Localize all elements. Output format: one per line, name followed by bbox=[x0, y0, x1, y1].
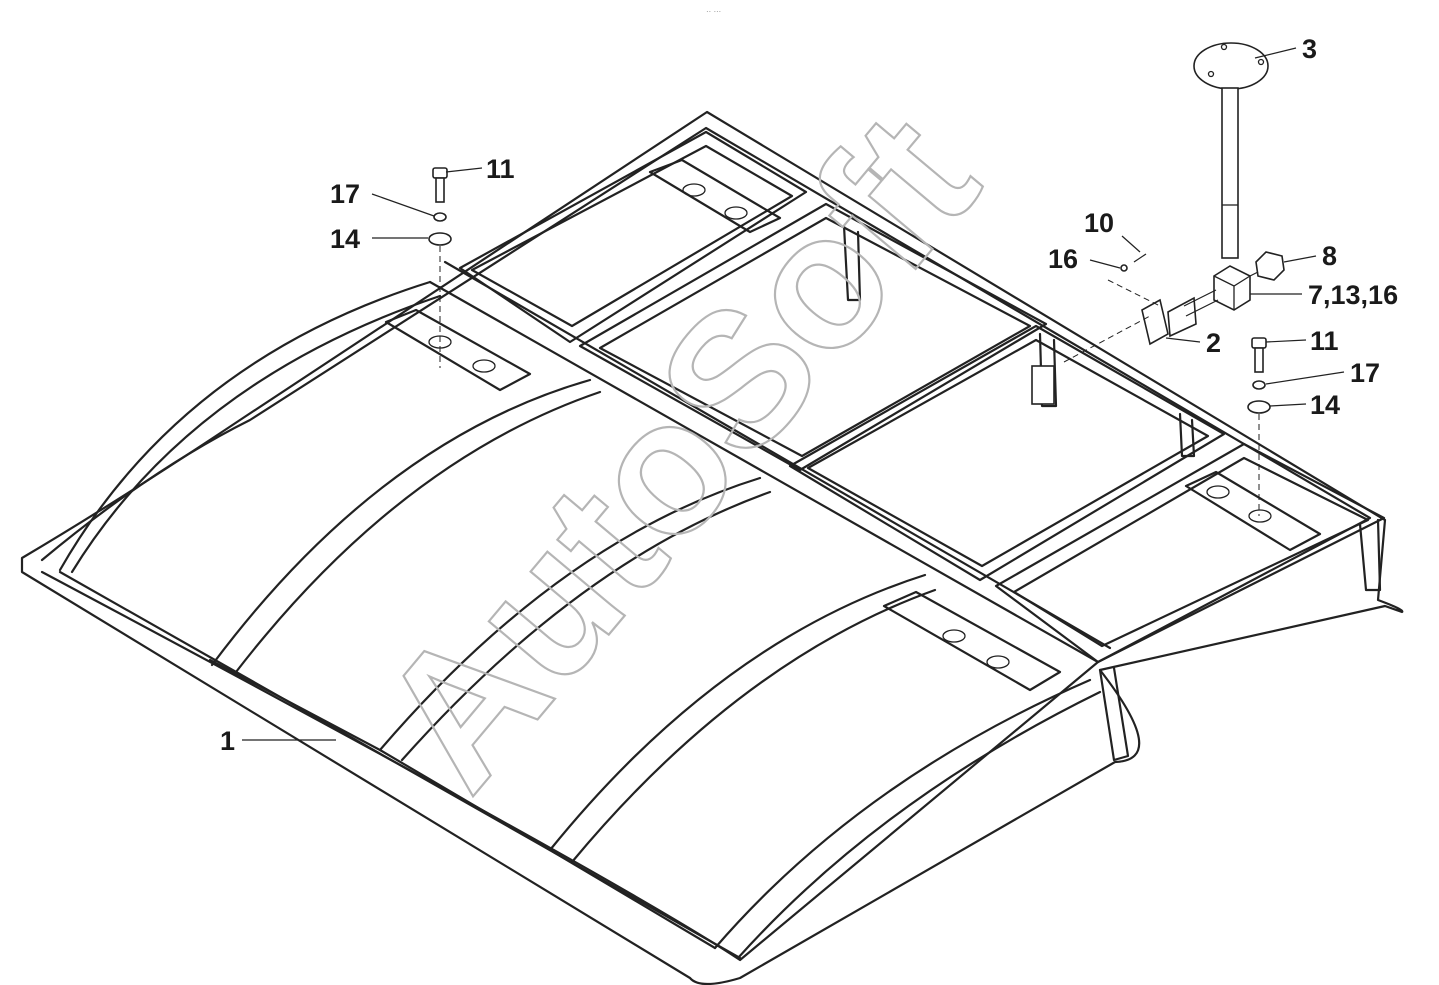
mount-centerline bbox=[1063, 315, 1151, 363]
leader-16 bbox=[1089, 259, 1121, 269]
knob-shaft bbox=[1249, 271, 1259, 277]
callout-14-left: 14 bbox=[330, 224, 360, 254]
callout-17-left: 17 bbox=[330, 179, 360, 209]
plate-front-hole-2 bbox=[986, 655, 1010, 669]
left-bolt-head bbox=[432, 167, 448, 179]
curved-rib-4b bbox=[570, 588, 937, 864]
clamp-block bbox=[1213, 265, 1251, 311]
left-flat-washer bbox=[428, 232, 452, 246]
plate-left bbox=[384, 308, 532, 392]
plate-rear-hole-2 bbox=[724, 206, 748, 220]
top-rect-3-inner bbox=[806, 338, 1210, 568]
leader-17-left bbox=[371, 193, 435, 217]
top-rect-4 bbox=[994, 442, 1386, 664]
left-lock-washer bbox=[433, 212, 447, 222]
leader-11-left bbox=[445, 167, 483, 173]
callout-1: 1 bbox=[220, 726, 235, 756]
top-rect-3 bbox=[788, 324, 1226, 582]
bracket-bolt-1 bbox=[1183, 289, 1217, 307]
curved-rib-3 bbox=[378, 476, 762, 752]
plate-front bbox=[882, 590, 1062, 692]
plate-rear-hole-1 bbox=[682, 183, 706, 197]
right-bolt-head bbox=[1251, 337, 1267, 349]
central-beam-a bbox=[428, 280, 1100, 664]
post-4 bbox=[1358, 518, 1382, 592]
curved-rib-4 bbox=[548, 573, 927, 852]
callout-11-right: 11 bbox=[1310, 326, 1339, 356]
front-beam-top bbox=[58, 570, 742, 960]
callout-3: 3 bbox=[1302, 34, 1317, 64]
pole-shaft bbox=[1221, 87, 1239, 259]
right-fastener-stack bbox=[1247, 337, 1271, 516]
disc-hole-3 bbox=[1257, 58, 1265, 66]
leader-10 bbox=[1121, 235, 1141, 253]
screw-centerline bbox=[1107, 279, 1161, 307]
right-bolt-shank bbox=[1254, 347, 1264, 373]
callout-11-left: 11 bbox=[486, 154, 515, 184]
leader-lines bbox=[242, 47, 1345, 741]
curved-rib-2 bbox=[210, 378, 592, 667]
post-5 bbox=[1098, 666, 1130, 762]
roof-frame bbox=[20, 110, 1404, 985]
pole-disc bbox=[1193, 42, 1269, 90]
curved-rib-3b bbox=[400, 490, 772, 762]
curved-rib-1b bbox=[70, 294, 442, 574]
top-mark: ∙∙ ∙∙∙ bbox=[706, 6, 721, 16]
right-flat-washer bbox=[1247, 400, 1271, 414]
leader-2 bbox=[1165, 337, 1201, 343]
leader-14-right bbox=[1269, 403, 1307, 407]
right-lock-washer bbox=[1252, 380, 1266, 390]
callout-14-right: 14 bbox=[1310, 390, 1340, 420]
post-1 bbox=[842, 224, 862, 302]
callout-17-right: 17 bbox=[1350, 358, 1380, 388]
clamp-block-edge bbox=[1213, 275, 1251, 310]
post-bracket bbox=[1031, 365, 1055, 405]
curved-rib-5 bbox=[713, 678, 1092, 950]
callout-8: 8 bbox=[1322, 241, 1337, 271]
left-bolt-shank bbox=[435, 177, 445, 203]
disc-hole-2 bbox=[1220, 43, 1228, 51]
plate-right bbox=[1184, 470, 1322, 552]
left-fastener-stack bbox=[428, 167, 452, 368]
curved-rib-5b bbox=[736, 690, 1102, 960]
leader-3 bbox=[1254, 47, 1297, 59]
mount-assembly bbox=[1063, 42, 1285, 363]
callout-2: 2 bbox=[1206, 328, 1221, 358]
callout-16: 16 bbox=[1048, 244, 1078, 274]
callout-labels: 1 3 8 7,13,16 2 10 16 11 17 14 11 17 14 bbox=[220, 34, 1398, 756]
bracket-fin bbox=[1167, 296, 1197, 338]
plate-front-hole-1 bbox=[942, 629, 966, 643]
top-rect-1-inner bbox=[470, 144, 794, 328]
top-rect-2-inner bbox=[598, 216, 1032, 458]
plate-right-hole-2 bbox=[1248, 509, 1272, 523]
plate-rear bbox=[648, 158, 782, 234]
curved-rib-2b bbox=[234, 390, 602, 674]
front-beam-bottom bbox=[208, 658, 717, 950]
disc-hole-1 bbox=[1207, 70, 1215, 78]
top-rect-1 bbox=[458, 130, 808, 344]
bracket-bolt-2 bbox=[1185, 299, 1219, 317]
post-3 bbox=[1178, 412, 1196, 458]
knob bbox=[1255, 251, 1285, 281]
curved-rib-1 bbox=[58, 280, 432, 572]
top-rect-4-inner bbox=[1012, 456, 1370, 648]
screw-10 bbox=[1133, 253, 1147, 263]
leader-17-right bbox=[1265, 371, 1345, 385]
callout-7-13-16: 7,13,16 bbox=[1308, 280, 1398, 310]
leader-8 bbox=[1283, 255, 1317, 263]
leader-11-right bbox=[1265, 339, 1307, 343]
plate-right-hole-1 bbox=[1206, 485, 1230, 499]
bracket bbox=[1141, 298, 1169, 346]
washer-16 bbox=[1120, 264, 1128, 272]
plate-left-hole-2 bbox=[472, 359, 496, 373]
top-rect-2 bbox=[578, 202, 1048, 472]
callout-10: 10 bbox=[1084, 208, 1114, 238]
